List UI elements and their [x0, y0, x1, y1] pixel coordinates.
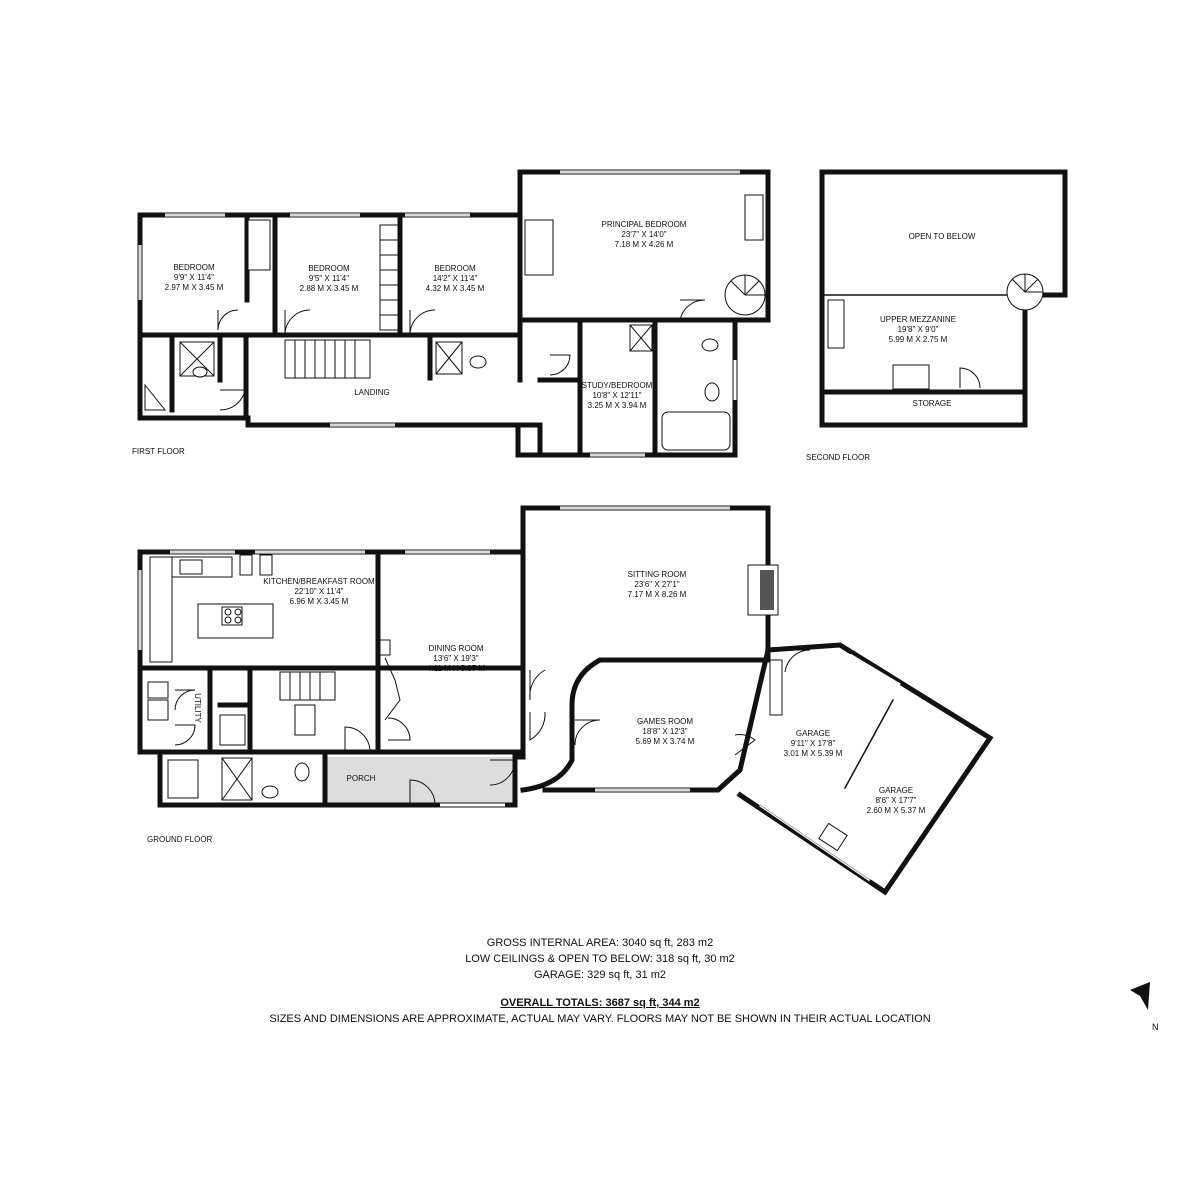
- room-label-bedroom3: BEDROOM: [434, 264, 476, 273]
- room-dim-garage2-imperial: 8'6" X 17'7": [876, 796, 917, 805]
- room-label-mezzanine: UPPER MEZZANINE: [880, 315, 956, 324]
- room-label-utility: UTILITY: [193, 693, 202, 723]
- garage-area: GARAGE: 329 sq ft, 31 m2: [533, 969, 667, 981]
- room-dim-principal-imperial: 23'7" X 14'0": [621, 230, 666, 239]
- room-dim-garage1-metric: 3.01 M X 5.39 M: [784, 749, 843, 758]
- room-label-dining: DINING ROOM: [428, 644, 483, 653]
- area-summary: GROSS INTERNAL AREA: 3040 sq ft, 283 m2 …: [0, 935, 1200, 1027]
- room-dim-bedroom3-imperial: 14'2" X 11'4": [433, 274, 478, 283]
- room-label-open-to-below: OPEN TO BELOW: [909, 232, 976, 241]
- gross-internal-area: GROSS INTERNAL AREA: 3040 sq ft, 283 m2: [486, 937, 714, 949]
- room-label-study: STUDY/BEDROOM: [582, 381, 653, 390]
- room-dim-bedroom1-metric: 2.97 M X 3.45 M: [165, 283, 224, 292]
- room-dim-dining-metric: 4.11 M X 5.87 M: [427, 664, 485, 673]
- room-label-bedroom1: BEDROOM: [173, 263, 215, 272]
- room-label-principal: PRINCIPAL BEDROOM: [602, 220, 687, 229]
- room-dim-bedroom3-metric: 4.32 M X 3.45 M: [426, 284, 485, 293]
- overall-totals: OVERALL TOTALS: 3687 sq ft, 344 m2: [500, 997, 700, 1009]
- room-label-porch: PORCH: [347, 774, 376, 783]
- room-labels: FIRST FLOOR SECOND FLOOR GROUND FLOOR BE…: [132, 220, 976, 844]
- room-label-bedroom2: BEDROOM: [308, 264, 350, 273]
- north-label: N: [1152, 1022, 1159, 1032]
- room-dim-mezzanine-imperial: 19'8" X 9'0": [898, 325, 939, 334]
- room-label-kitchen: KITCHEN/BREAKFAST ROOM: [263, 577, 375, 586]
- room-dim-study-imperial: 10'8" X 12'11": [592, 391, 641, 400]
- room-dim-dining-imperial: 13'6" X 19'3": [433, 654, 478, 663]
- floor-label-second: SECOND FLOOR: [806, 453, 870, 462]
- floor-label-ground: GROUND FLOOR: [147, 835, 213, 844]
- room-dim-kitchen-metric: 6.96 M X 3.45 M: [290, 597, 349, 606]
- room-dim-mezzanine-metric: 5.99 M X 2.75 M: [889, 335, 948, 344]
- disclaimer: SIZES AND DIMENSIONS ARE APPROXIMATE, AC…: [269, 1013, 931, 1025]
- floor-label-first: FIRST FLOOR: [132, 447, 185, 456]
- room-dim-garage2-metric: 2.60 M X 5.37 M: [867, 806, 926, 815]
- first-floor-plan: [137, 169, 771, 458]
- room-dim-garage1-imperial: 9'11" X 17'8": [791, 739, 836, 748]
- room-dim-bedroom2-imperial: 9'5" X 11'4": [309, 274, 349, 283]
- ground-floor-plan: [137, 505, 994, 896]
- room-dim-bedroom2-metric: 2.88 M X 3.45 M: [300, 284, 359, 293]
- low-ceilings-area: LOW CEILINGS & OPEN TO BELOW: 318 sq ft,…: [465, 953, 735, 965]
- room-dim-games-metric: 5.69 M X 3.74 M: [636, 737, 695, 746]
- room-dim-bedroom1-imperial: 9'9" X 11'4": [174, 273, 214, 282]
- room-dim-sitting-imperial: 23'6" X 27'1": [634, 580, 679, 589]
- room-label-garage2: GARAGE: [879, 786, 913, 795]
- second-floor-plan: [819, 169, 1068, 428]
- room-dim-study-metric: 3.25 M X 3.94 M: [588, 401, 647, 410]
- room-label-garage1: GARAGE: [796, 729, 830, 738]
- room-label-games: GAMES ROOM: [637, 717, 693, 726]
- room-label-sitting: SITTING ROOM: [628, 570, 687, 579]
- room-dim-sitting-metric: 7.17 M X 8.26 M: [628, 590, 687, 599]
- room-label-landing: LANDING: [354, 388, 390, 397]
- north-arrow-icon: N: [1130, 982, 1159, 1032]
- room-dim-kitchen-imperial: 22'10" X 11'4": [294, 587, 343, 596]
- room-label-storage: STORAGE: [913, 399, 952, 408]
- room-dim-principal-metric: 7.18 M X 4.26 M: [615, 240, 674, 249]
- room-dim-games-imperial: 18'8" X 12'3": [642, 727, 687, 736]
